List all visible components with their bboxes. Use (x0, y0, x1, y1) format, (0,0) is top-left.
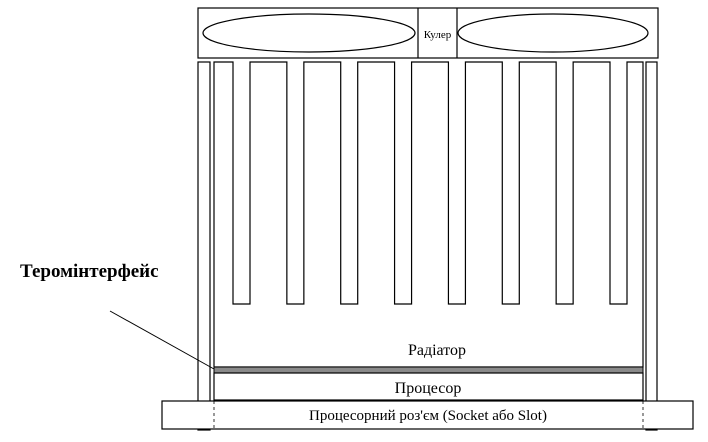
fan-blade-left (202, 13, 416, 53)
fan-housing (197, 7, 659, 59)
socket-label: Процесорний роз'єм (Socket або Slot) (309, 408, 547, 424)
processor-label: Процесор (395, 380, 462, 397)
thermal-interface-layer (213, 366, 644, 374)
fan-blade-right (457, 13, 649, 53)
callout-leader-line (109, 310, 215, 370)
thermal-interface-label: Теромінтерфейс (20, 261, 159, 282)
socket-body (161, 400, 694, 430)
processor: Процесор (213, 372, 644, 401)
radiator: Радіатор (197, 61, 658, 431)
radiator-label: Радіатор (408, 342, 466, 359)
radiator-outer-right-post (645, 61, 658, 431)
radiator-outline (213, 61, 644, 368)
radiator-outer-left-post (197, 61, 211, 431)
processor-body (213, 372, 644, 401)
thermal-interface-callout: Теромінтерфейс (20, 261, 215, 370)
cooler-label: Кулер (424, 29, 452, 41)
cooler-fan: Кулер (197, 7, 659, 59)
processor-socket: Процесорний роз'єм (Socket або Slot) (161, 400, 694, 430)
